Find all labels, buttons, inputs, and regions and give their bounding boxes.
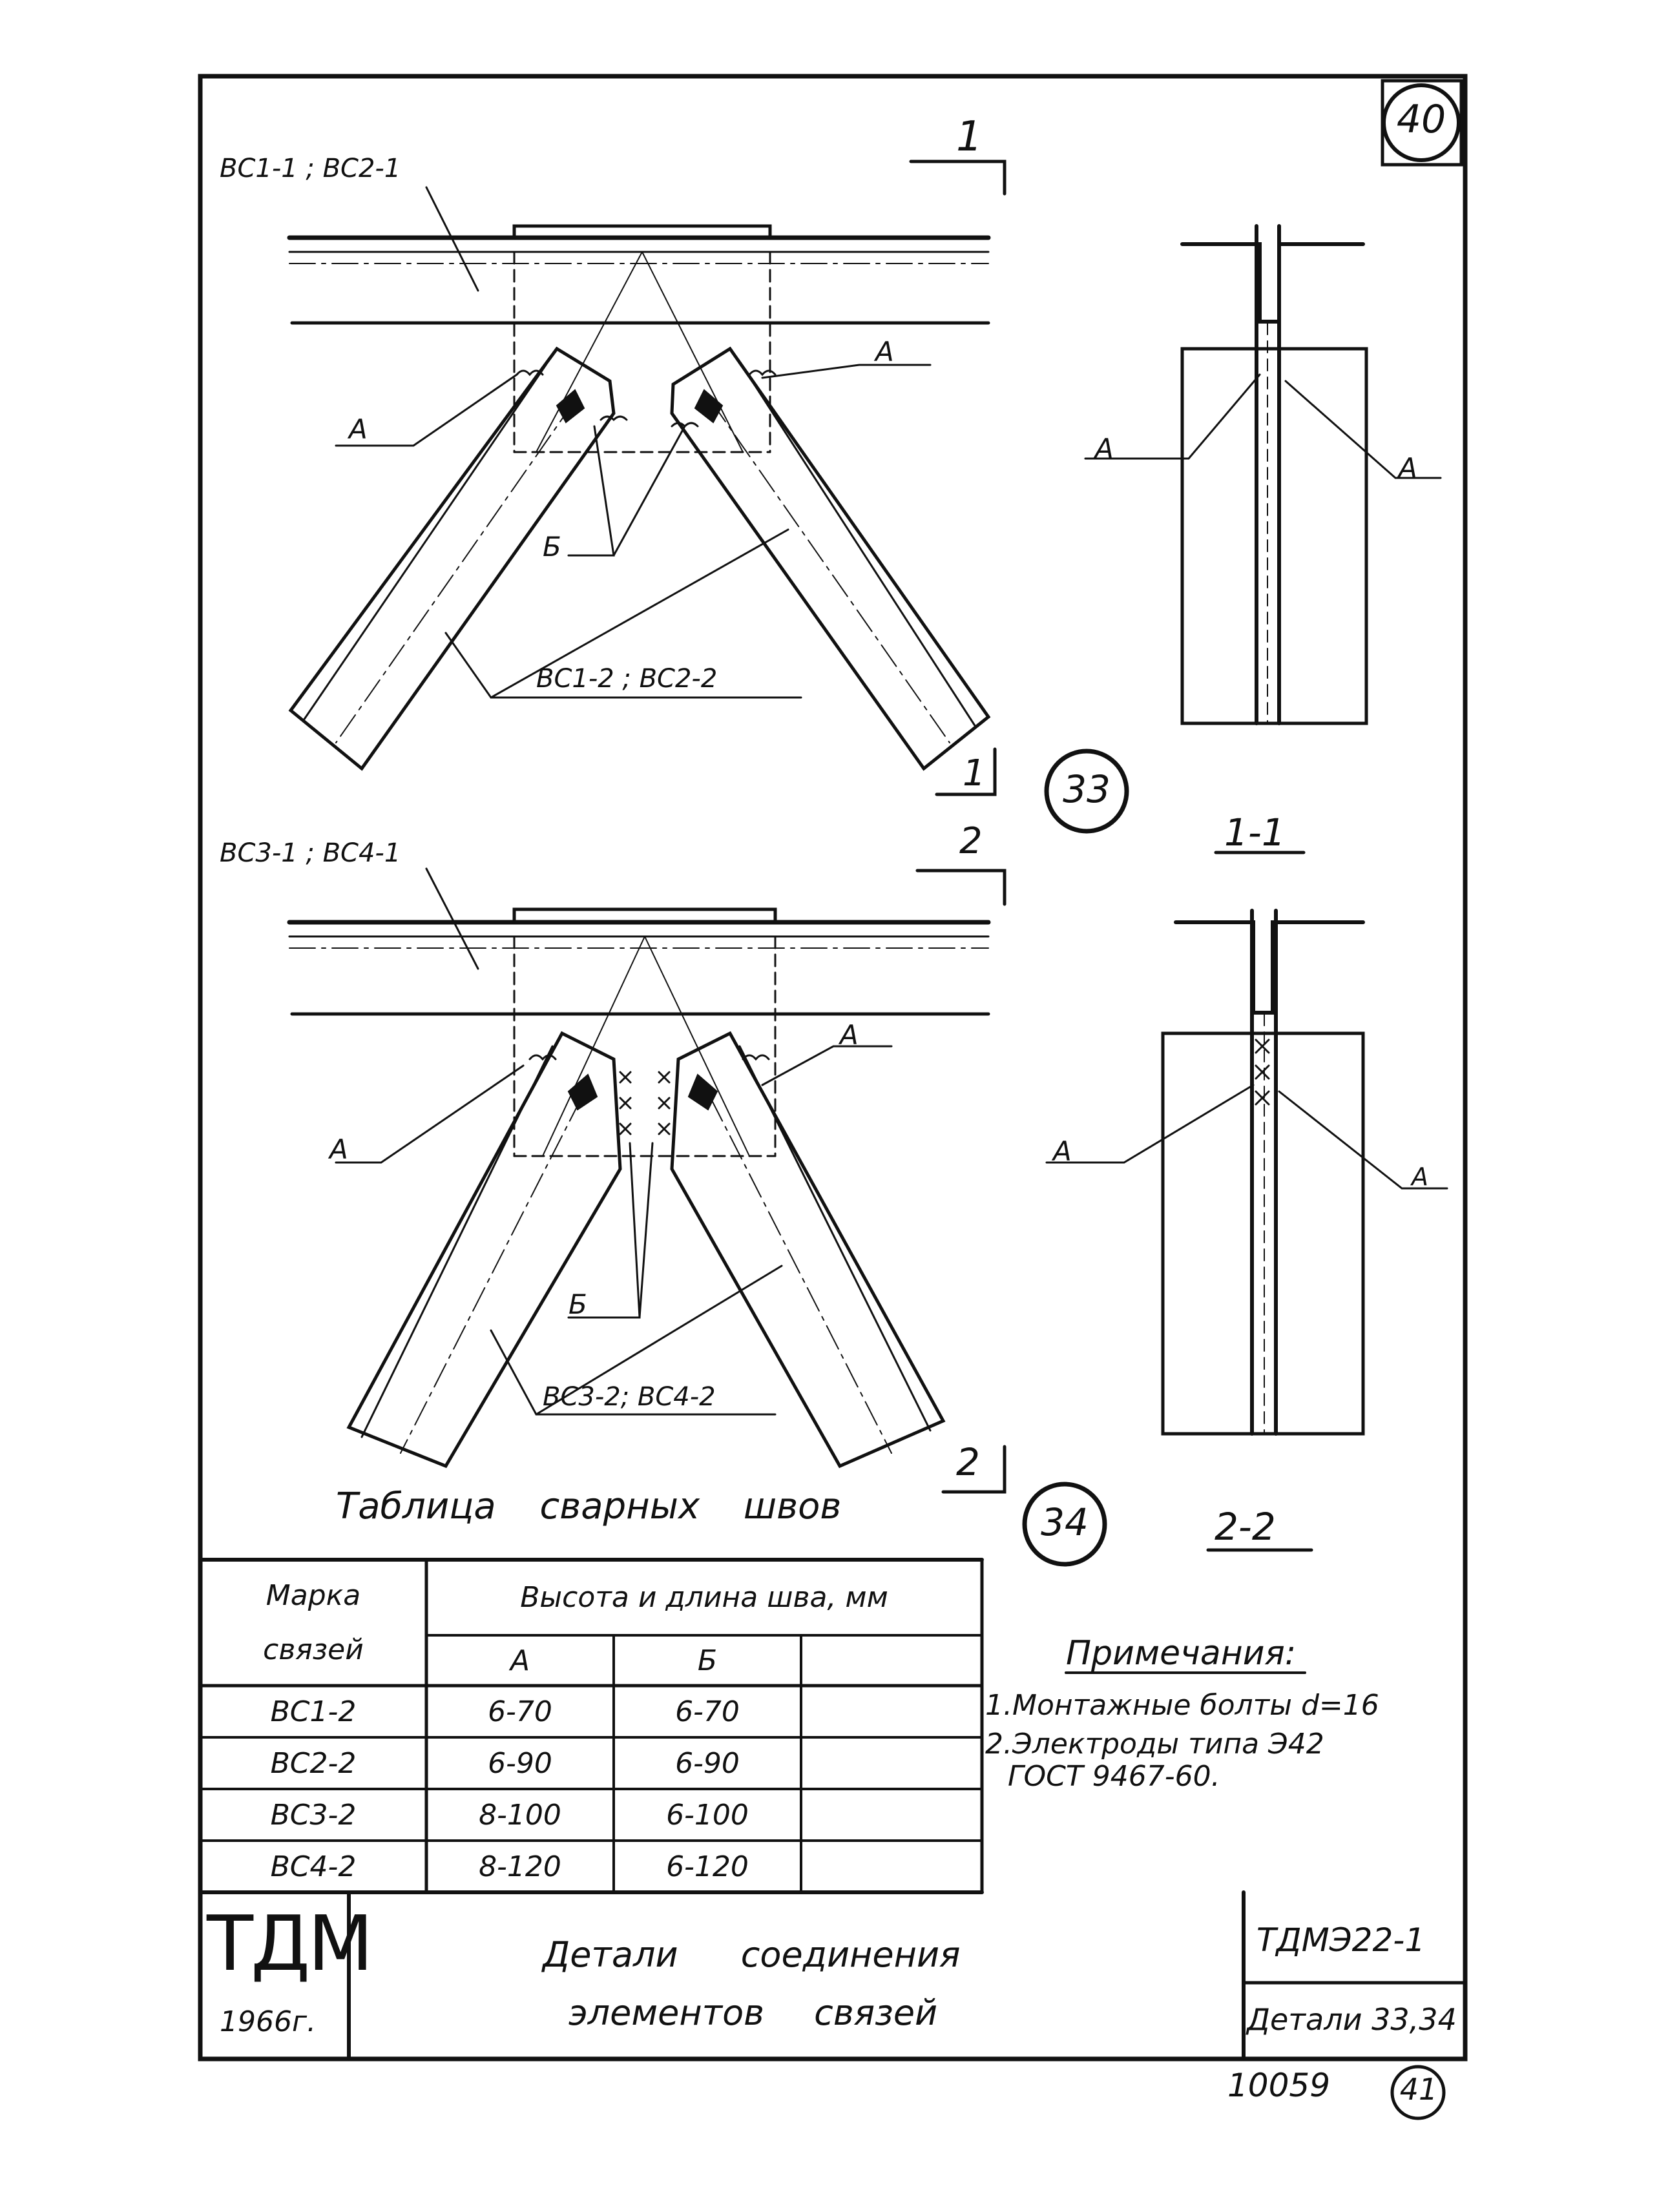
weld-table-grid (198, 1558, 984, 1894)
detail-33-elevation (287, 160, 1006, 796)
stamp-circle (1390, 2065, 1446, 2120)
cut-mark-2-top: 2 (959, 820, 983, 862)
section-1-weld-a-right: А (1399, 452, 1417, 484)
note-item: 1.Монтажные болты d=16 (985, 1689, 1379, 1722)
archive-number: 10059 (1227, 2067, 1331, 2104)
col-header-group: Высота и длина шва, мм (520, 1581, 888, 1614)
table-row-b: 6-100 (666, 1798, 749, 1832)
year: 1966г. (220, 2005, 317, 2038)
top-chord-label-33: ВС1-1 ; ВС2-1 (220, 154, 401, 183)
cut-mark-2-bottom: 2 (956, 1440, 980, 1484)
section-2-weld-a-left: А (1053, 1135, 1072, 1167)
weld-b-label-33: Б (543, 531, 561, 563)
weld-b-label-34: Б (568, 1288, 587, 1320)
section-2-2-title: 2-2 (1215, 1505, 1276, 1549)
diagonal-label-34: ВС3-2; ВС4-2 (543, 1382, 716, 1412)
table-row-a: 8-120 (479, 1850, 561, 1883)
details-ref: Детали 33,34 (1247, 2002, 1457, 2037)
table-row-mark: ВС2-2 (270, 1746, 357, 1780)
section-2-weld-a-right: А (1412, 1163, 1428, 1191)
table-row-a: 8-100 (479, 1798, 561, 1832)
table-row-a: 6-90 (488, 1746, 552, 1780)
notes-title: Примечания: (1066, 1634, 1297, 1673)
section-1-1-title: 1-1 (1224, 811, 1286, 854)
table-row-b: 6-120 (666, 1850, 749, 1883)
sheet-number-circle (1382, 83, 1461, 162)
detail-33-number: 33 (1063, 767, 1111, 811)
cut-mark-1-top: 1 (956, 113, 983, 161)
drawing-title-line2: элементов связей (568, 1992, 938, 2033)
sheet-frame (198, 74, 1468, 2062)
weld-a-label-left-33: А (349, 413, 368, 445)
section-1-1 (1084, 224, 1442, 725)
section-1-weld-a-left: А (1095, 433, 1114, 464)
col-header-mark: Марка связей (263, 1578, 364, 1666)
drawing-title-line1: Детали соединения (543, 1934, 961, 1975)
stamp-number: 41 (1399, 2072, 1438, 2107)
sub-header-b: Б (697, 1644, 718, 1677)
detail-34-circle (1022, 1482, 1107, 1567)
detail-34-number: 34 (1041, 1500, 1089, 1544)
note-item: 2.Электроды типа Э42 (985, 1728, 1324, 1761)
table-row-mark: ВС3-2 (270, 1798, 357, 1832)
detail-33-circle (1044, 749, 1129, 834)
org-logo: ТДМ (207, 1899, 373, 1988)
weld-a-label-left-34: А (329, 1133, 348, 1165)
table-row-a: 6-70 (488, 1695, 552, 1728)
sub-header-a: А (510, 1644, 530, 1677)
sheet-number: 40 (1396, 97, 1446, 142)
weld-a-label-right-33: А (875, 336, 894, 367)
weld-a-label-right-34: А (840, 1019, 859, 1051)
table-row-mark: ВС4-2 (270, 1850, 357, 1883)
top-chord-label-34: ВС3-1 ; ВС4-1 (220, 838, 401, 868)
cut-mark-1-bottom: 1 (963, 752, 986, 794)
note-item: ГОСТ 9467-60. (1008, 1760, 1220, 1793)
table-row-mark: ВС1-2 (270, 1695, 357, 1728)
title-block-grid (347, 1890, 1467, 2061)
detail-34-elevation (287, 867, 1006, 1494)
weld-table-title: Таблица сварных швов (336, 1485, 842, 1527)
table-row-b: 6-90 (675, 1746, 740, 1780)
table-row-b: 6-70 (675, 1695, 740, 1728)
section-2-2 (1045, 909, 1448, 1436)
series-code: ТДМЭ22-1 (1257, 1921, 1426, 1959)
diagonal-label-33: ВС1-2 ; ВС2-2 (536, 664, 718, 694)
